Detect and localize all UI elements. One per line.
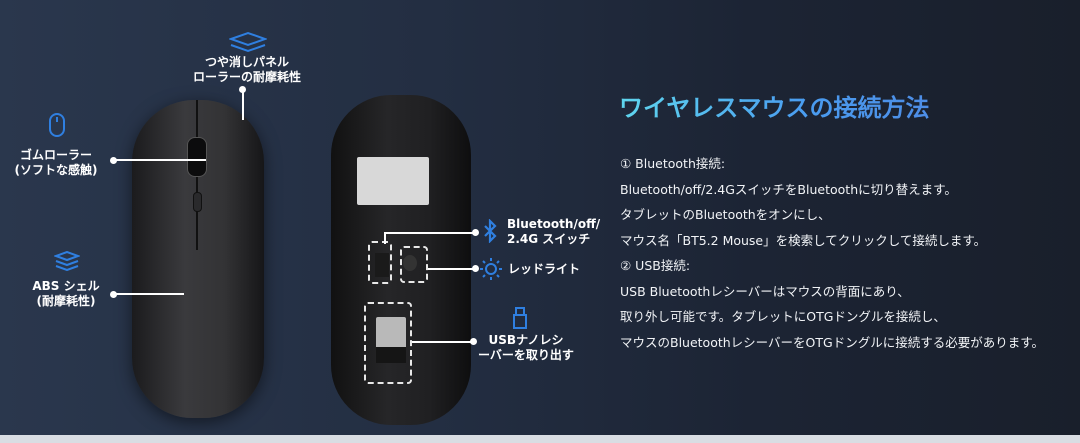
usb-receiver-body <box>376 347 406 363</box>
callout-dot <box>239 86 246 93</box>
switch-label: Bluetooth/off/ 2.4G スイッチ <box>507 217 600 247</box>
matte-panel-icon <box>229 31 267 53</box>
matte-panel-line-2: ローラーの耐摩耗性 <box>192 70 301 84</box>
callout-line <box>114 293 184 295</box>
callout-dot <box>110 157 117 164</box>
layers-icon <box>54 251 80 271</box>
red-light-label: レッドライト <box>508 262 581 276</box>
callout-dot <box>472 265 479 272</box>
usb-icon <box>513 307 527 329</box>
sun-icon <box>480 258 502 280</box>
callout-dot <box>470 338 477 345</box>
instruction-line: USB Bluetoothレシーバーはマウスの背面にあり、 <box>620 283 910 299</box>
mouse-front <box>132 100 264 418</box>
light-highlight <box>400 246 428 283</box>
bottom-strip <box>0 435 1080 443</box>
callout-line <box>384 232 386 244</box>
switch-highlight <box>368 241 392 284</box>
bluetooth-icon <box>484 219 497 243</box>
product-label <box>357 157 429 205</box>
callout-dot <box>110 291 117 298</box>
usb-receiver-line-2: ーバーを取り出す <box>478 348 574 362</box>
abs-shell-line-1: ABS シェル <box>32 279 100 293</box>
abs-shell-label: ABS シェル (耐摩耗性) <box>26 279 106 309</box>
rubber-roller-line-2: (ソフトな感触) <box>14 163 98 177</box>
sensor <box>403 255 417 271</box>
instruction-line: Bluetooth/off/2.4GスイッチをBluetoothに切り替えます。 <box>620 181 957 197</box>
matte-panel-label: つや消しパネル ローラーの耐摩耗性 <box>188 55 306 85</box>
callout-line <box>428 268 474 270</box>
instruction-line: 取り外し可能です。タブレットにOTGドングルを接続し、 <box>620 309 946 324</box>
power-switch <box>375 253 389 277</box>
instruction-line: マウス名「BT5.2 Mouse」を検索してクリックして接続します。 <box>620 232 987 248</box>
instruction-line: ② USB接続: <box>620 258 691 273</box>
callout-line <box>114 159 206 161</box>
rubber-roller-line-1: ゴムローラー <box>19 148 92 162</box>
usb-receiver-label: USBナノレシ ーバーを取り出す <box>472 333 580 363</box>
instruction-line: タブレットのBluetoothをオンにし、 <box>620 207 831 222</box>
instruction-line: マウスのBluetoothレシーバーをOTGドングルに接続する必要があります。 <box>620 334 1044 350</box>
abs-shell-line-2: (耐摩耗性) <box>36 294 96 308</box>
rubber-roller-label: ゴムローラー (ソフトな感触) <box>8 148 104 178</box>
page-title: ワイヤレスマウスの接続方法 <box>619 88 930 123</box>
receiver-highlight <box>364 302 412 384</box>
mouse-icon <box>49 113 65 137</box>
instructions-text: ① Bluetooth接続: Bluetooth/off/2.4GスイッチをBl… <box>620 151 1044 355</box>
scroll-wheel <box>187 137 207 177</box>
usb-receiver-line-1: USBナノレシ <box>488 333 564 347</box>
switch-line-1: Bluetooth/off/ <box>507 217 601 231</box>
callout-line <box>242 90 244 120</box>
callout-dot <box>472 229 479 236</box>
instruction-line: ① Bluetooth接続: <box>620 156 726 171</box>
callout-line <box>412 341 472 343</box>
callout-line <box>384 232 474 234</box>
dpi-button <box>193 192 202 212</box>
matte-panel-line-1: つや消しパネル <box>204 55 289 69</box>
switch-line-2: 2.4G スイッチ <box>507 232 591 246</box>
